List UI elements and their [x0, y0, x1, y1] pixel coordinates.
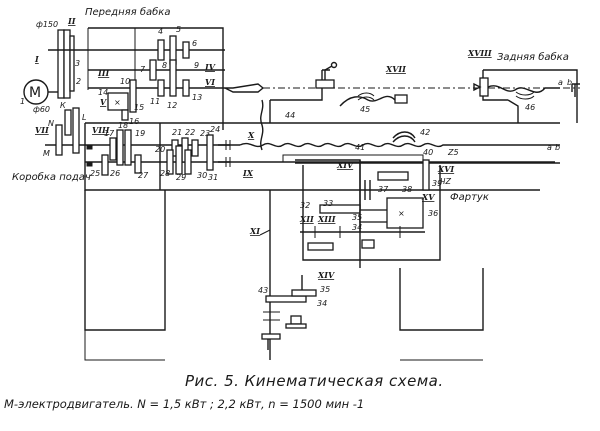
carriage-assembly: 45 XVII 46 XVIII а b	[315, 48, 580, 114]
shaft-II: II	[67, 16, 76, 26]
part-33: 33	[323, 199, 333, 208]
shaft-XVI: XVI	[437, 164, 454, 174]
shaft-XIV-lower: XIV	[317, 270, 335, 280]
shaft-XVII: XVII	[385, 64, 406, 74]
headstock-gears: × 4 5 6 7 8 9 10 11 12 13 14 15 16 III V…	[48, 25, 580, 126]
tailstock-title: Задняя бабка	[497, 51, 569, 63]
part-21: 21	[172, 128, 182, 137]
shaft-XII: XII	[299, 214, 314, 224]
clutch-symbol: ×	[114, 98, 121, 107]
part-32: 32	[300, 201, 310, 210]
shaft-III: III	[97, 68, 109, 78]
part-24: 24	[210, 125, 220, 134]
part-13: 13	[192, 93, 202, 102]
shaft-VI: VI	[205, 77, 215, 87]
gear-N: N	[48, 119, 54, 128]
label-4z: ЧZ	[440, 177, 451, 186]
part-41: 41	[355, 143, 365, 152]
part-30: 30	[197, 171, 207, 180]
feed-box-title: Коробка подач	[12, 171, 91, 183]
pulley-small-label: ф60	[33, 105, 50, 114]
part-42: 42	[420, 128, 430, 137]
part-23: 23	[200, 129, 210, 138]
apron-title: Фартук	[450, 192, 489, 203]
part-14: 14	[98, 88, 108, 97]
shaft-XVIII: XVIII	[467, 48, 492, 58]
shaft-XV: XV	[421, 192, 435, 202]
shaft-I: I	[34, 54, 39, 64]
gear-b-right: b	[555, 143, 560, 152]
part-15: 15	[134, 103, 144, 112]
part-17: 17	[104, 129, 115, 138]
motor-ref: 1	[20, 97, 25, 106]
frame-lines	[84, 27, 578, 361]
motor-symbol: M	[29, 85, 41, 101]
apron-mechanism: × 32 33 35 34 36 37 38 39 XIV XVI ЧZ XV …	[249, 159, 454, 251]
gear-b-tail: b	[567, 78, 572, 87]
lead-screw-and-feed-rod: X IX 44 41 42 40 Z5 а b	[218, 99, 560, 178]
shaft-VII: VII	[35, 125, 49, 135]
gear-a-right: а	[547, 143, 552, 152]
shaft-VIII: VIII	[92, 125, 110, 135]
part-36: 36	[428, 209, 438, 218]
part-8: 8	[162, 61, 167, 70]
part-43: 43	[258, 286, 268, 295]
apron-clutch-symbol: ×	[398, 209, 405, 218]
figure-caption: Рис. 5. Кинематическая схема.	[185, 372, 444, 390]
gear-M: М	[43, 149, 50, 158]
label-z5: Z5	[447, 148, 459, 157]
part-38: 38	[402, 185, 412, 194]
part-40: 40	[423, 148, 433, 157]
gear-K: К	[60, 101, 66, 110]
headstock-title: Передняя бабка	[85, 6, 170, 18]
part-35-apron: 35	[352, 213, 362, 222]
shaft-XI: XI	[249, 226, 260, 236]
part-10: 10	[120, 77, 130, 86]
part-18: 18	[118, 121, 128, 130]
part-4: 4	[158, 27, 163, 36]
part-3: 3	[75, 59, 80, 68]
part-11: 11	[150, 97, 160, 106]
part-37: 37	[378, 185, 389, 194]
part-44: 44	[285, 111, 295, 120]
part-22: 22	[185, 128, 195, 137]
motor-assembly: M 1 ф150 ф60 3 2 I II	[20, 16, 81, 114]
part-39: 39	[432, 179, 442, 188]
part-31: 31	[208, 173, 218, 182]
part-5: 5	[176, 25, 181, 34]
gear-L: L	[82, 113, 86, 122]
part-28: 28	[160, 169, 170, 178]
shaft-IV: IV	[204, 62, 216, 72]
feed-box-gears: N М К L VII VIII 17 18 19 21 22 23 24 25…	[35, 101, 230, 182]
shaft-X: X	[247, 130, 255, 140]
part-45: 45	[360, 105, 370, 114]
part-29: 29	[176, 173, 186, 182]
figure-legend: М-электродвигатель. N = 1,5 кВт ; 2,2 кВ…	[4, 397, 365, 411]
part-26: 26	[110, 169, 120, 178]
shaft-XIII: XIII	[317, 214, 336, 224]
gear-a-tail: а	[558, 78, 563, 87]
shaft-IX: IX	[242, 168, 254, 178]
part-35-lower: 35	[320, 285, 330, 294]
handwheel-assembly: 43 35 34 XIV	[258, 190, 335, 360]
part-27: 27	[138, 171, 149, 180]
part-16: 16	[129, 117, 139, 126]
part-19: 19	[135, 129, 145, 138]
part-9: 9	[194, 61, 199, 70]
part-34-lower: 34	[317, 299, 327, 308]
part-34-apron: 34	[352, 223, 362, 232]
part-12: 12	[167, 101, 177, 110]
part-6: 6	[192, 39, 197, 48]
part-2: 2	[76, 77, 81, 86]
part-25: 25	[90, 169, 100, 178]
part-7: 7	[140, 65, 146, 74]
shaft-V: V	[100, 97, 107, 107]
pulley-large-label: ф150	[36, 20, 58, 29]
part-20: 20	[155, 145, 165, 154]
shaft-XIV-apron: XIV	[336, 160, 354, 170]
part-46: 46	[525, 103, 535, 112]
